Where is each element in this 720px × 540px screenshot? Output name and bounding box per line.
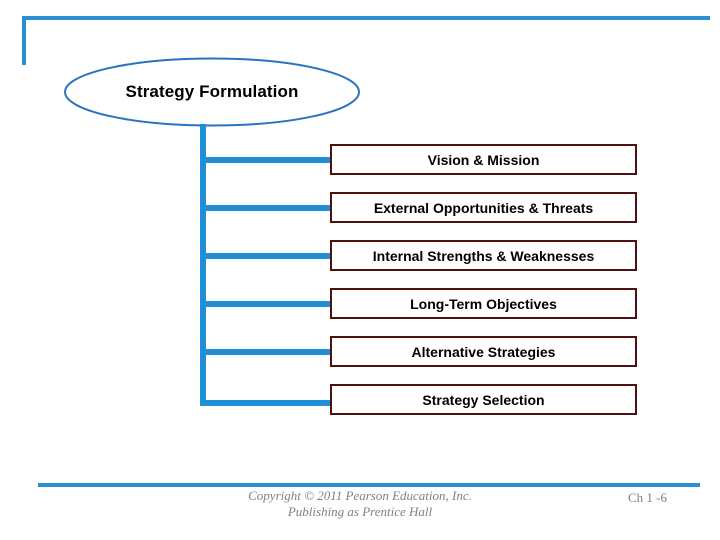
connector-branch-4 [200, 301, 334, 307]
node-box-strategy-selection[interactable]: Strategy Selection [330, 384, 637, 415]
left-border-line [22, 16, 26, 65]
root-node-ellipse: Strategy Formulation [63, 57, 361, 127]
top-border-line [22, 16, 710, 20]
copyright-notice: Copyright © 2011 Pearson Education, Inc.… [0, 488, 720, 520]
node-box-internal-strengths-weaknesses[interactable]: Internal Strengths & Weaknesses [330, 240, 637, 271]
copyright-line-1: Copyright © 2011 Pearson Education, Inc. [248, 488, 472, 503]
page-reference: Ch 1 -6 [628, 490, 667, 505]
connector-branch-6 [200, 400, 334, 406]
node-box-vision-mission[interactable]: Vision & Mission [330, 144, 637, 175]
root-node-label: Strategy Formulation [125, 82, 299, 101]
connector-branch-5 [200, 349, 334, 355]
copyright-line-2: Publishing as Prentice Hall [287, 504, 433, 519]
connector-branch-1 [200, 157, 334, 163]
connector-trunk [200, 124, 206, 406]
connector-branch-2 [200, 205, 334, 211]
footer-divider-line [38, 483, 700, 487]
node-box-alternative-strategies[interactable]: Alternative Strategies [330, 336, 637, 367]
ellipse-outline-icon [64, 57, 360, 127]
node-box-long-term-objectives[interactable]: Long-Term Objectives [330, 288, 637, 319]
connector-branch-3 [200, 253, 334, 259]
node-box-external-opportunities-threats[interactable]: External Opportunities & Threats [330, 192, 637, 223]
